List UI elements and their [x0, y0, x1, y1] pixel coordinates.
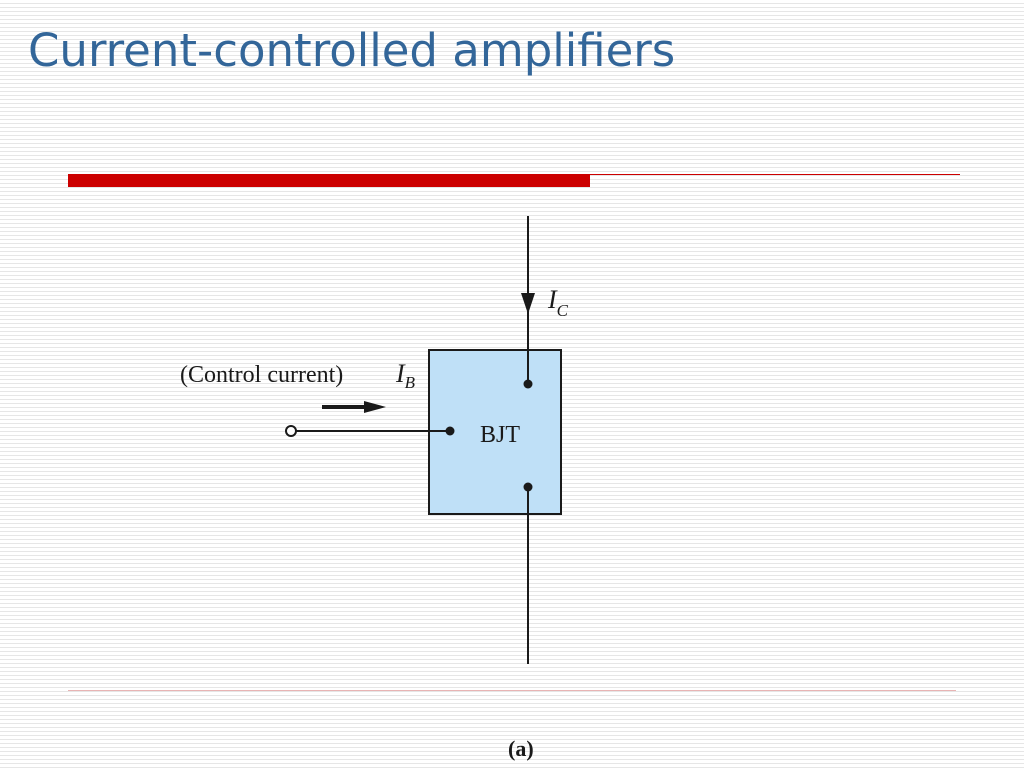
base-current-arrow-head — [364, 401, 386, 413]
figure-caption: (a) — [508, 736, 534, 761]
collector-current-arrow — [521, 293, 535, 314]
input-label: (Control current) — [180, 362, 343, 388]
base-input-node — [285, 425, 297, 437]
collector-terminal — [523, 379, 533, 389]
footer-divider — [68, 690, 956, 691]
base-current-label: IB — [395, 359, 416, 392]
block-label: BJT — [480, 422, 520, 448]
slide-title: Current-controlled amplifiers — [28, 24, 676, 77]
title-accent-bar — [68, 174, 590, 187]
collector-current-label: IC — [547, 285, 569, 320]
base-terminal — [445, 426, 455, 436]
title-accent-line — [590, 174, 960, 175]
